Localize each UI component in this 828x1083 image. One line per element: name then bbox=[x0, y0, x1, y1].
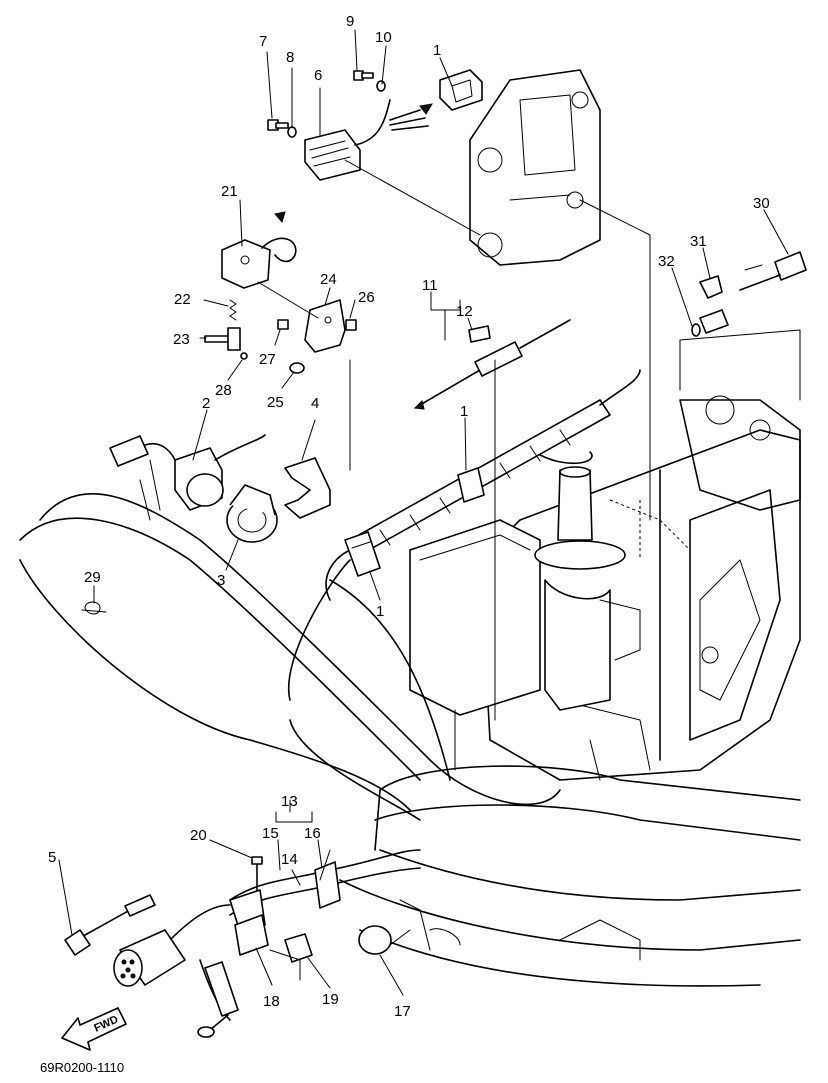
callout-21: 21 bbox=[221, 183, 238, 200]
callout-3: 3 bbox=[217, 572, 225, 589]
part-7-bolt bbox=[267, 119, 289, 131]
part-31-retainer bbox=[699, 264, 763, 299]
callout-17: 17 bbox=[394, 1003, 411, 1020]
callout-19: 19 bbox=[322, 991, 339, 1008]
callout-9: 9 bbox=[346, 13, 354, 30]
callout-13: 13 bbox=[281, 793, 298, 810]
callout-25: 25 bbox=[267, 394, 284, 411]
part-17-cap bbox=[358, 925, 392, 955]
bottom-cowling bbox=[339, 765, 801, 987]
part-32-o-ring bbox=[691, 323, 701, 337]
part-1-top-cap bbox=[439, 69, 483, 111]
callout-10: 10 bbox=[375, 29, 392, 46]
part-1-grommet-mid bbox=[457, 467, 485, 503]
callout-16: 16 bbox=[304, 825, 321, 842]
part-23-pin bbox=[204, 327, 241, 351]
part-22-spring bbox=[229, 299, 237, 321]
callout-1-low: 1 bbox=[376, 603, 384, 620]
part-19-pad bbox=[284, 933, 313, 963]
battery-lead bbox=[197, 961, 239, 1038]
part-4-clamp bbox=[284, 457, 331, 519]
part-10-washer bbox=[376, 80, 386, 92]
callout-7: 7 bbox=[259, 33, 267, 50]
part-20-screw bbox=[251, 856, 263, 891]
callout-23: 23 bbox=[173, 331, 190, 348]
part-9-bolt bbox=[353, 70, 374, 81]
part-24-plate bbox=[304, 299, 346, 353]
part-3-collar bbox=[226, 484, 278, 543]
part-1-grommet-low bbox=[344, 531, 381, 577]
flywheel-shaft bbox=[534, 466, 641, 711]
part-18-clamp bbox=[234, 914, 269, 956]
callout-20: 20 bbox=[190, 827, 207, 844]
part-11-probe bbox=[413, 319, 571, 410]
callout-8: 8 bbox=[286, 49, 294, 66]
callout-14: 14 bbox=[281, 851, 298, 868]
top-bracket bbox=[469, 69, 601, 266]
part-29-clip bbox=[81, 601, 107, 615]
callout-31: 31 bbox=[690, 233, 707, 250]
callout-leaders bbox=[58, 29, 789, 996]
part-12-sleeve bbox=[468, 325, 491, 343]
fuel-box bbox=[409, 519, 541, 716]
part-25-nut bbox=[289, 362, 305, 374]
part-27-screw bbox=[277, 319, 289, 330]
callout-12: 12 bbox=[456, 303, 473, 320]
callout-15: 15 bbox=[262, 825, 279, 842]
callout-1-top: 1 bbox=[433, 42, 441, 59]
callout-30: 30 bbox=[753, 195, 770, 212]
callout-2: 2 bbox=[202, 395, 210, 412]
callout-29: 29 bbox=[84, 569, 101, 586]
callout-26: 26 bbox=[358, 289, 375, 306]
callout-32: 32 bbox=[658, 253, 675, 270]
part-21-switch-bracket bbox=[221, 211, 297, 289]
leader-lines bbox=[139, 159, 801, 981]
part-5-spark-plug-cap bbox=[64, 894, 156, 956]
callout-6: 6 bbox=[314, 67, 322, 84]
part-26-screw bbox=[345, 319, 357, 331]
callout-numbers: 1 1 1 2 3 4 5 6 7 8 9 10 11 12 13 14 15 … bbox=[48, 13, 770, 1020]
part-28-clip bbox=[240, 352, 248, 360]
callout-5: 5 bbox=[48, 849, 56, 866]
callout-1-mid: 1 bbox=[460, 403, 468, 420]
part-6-rectifier bbox=[304, 99, 433, 181]
callout-11: 11 bbox=[422, 277, 438, 294]
part-2-ignition-coil bbox=[109, 434, 266, 511]
callout-18: 18 bbox=[263, 993, 280, 1010]
callout-28: 28 bbox=[215, 382, 232, 399]
callout-4: 4 bbox=[311, 395, 319, 412]
main-connector bbox=[113, 929, 186, 987]
fwd-arrow: FWD bbox=[61, 1007, 127, 1051]
callout-27: 27 bbox=[259, 351, 276, 368]
lower-harness bbox=[169, 849, 421, 1021]
figure-code: 69R0200-1110 bbox=[40, 1060, 124, 1075]
part-30-switch bbox=[699, 251, 807, 334]
callout-24: 24 bbox=[320, 271, 337, 288]
callout-22: 22 bbox=[174, 291, 191, 308]
